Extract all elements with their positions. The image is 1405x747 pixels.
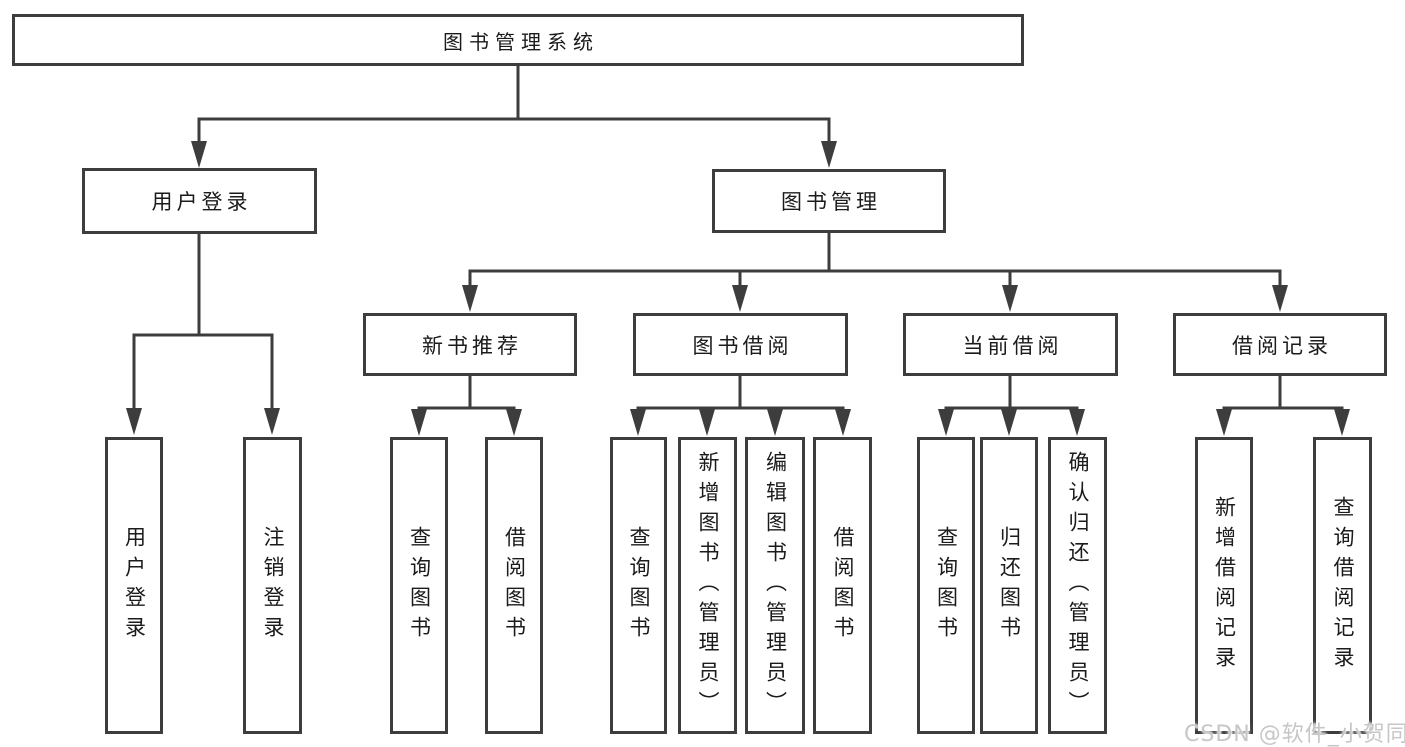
node-leaf-query-borrow-record: 查询借阅记录	[1313, 437, 1372, 734]
node-leaf-query-books-current: 查询图书	[917, 437, 975, 734]
node-leaf-borrow-books: 借阅图书	[813, 437, 872, 734]
node-borrow-records: 借阅记录	[1173, 313, 1387, 376]
connector-root-split	[191, 64, 837, 168]
node-leaf-add-books-admin-label: 新增图书（管理员）	[696, 450, 720, 721]
watermark-csdn: CSDN @软件_小贺同学	[1184, 722, 1405, 747]
connector-borrow-records-split	[1216, 373, 1350, 436]
connector-current-borrow-split	[938, 373, 1085, 436]
node-new-book-recommend: 新书推荐	[363, 313, 577, 376]
node-leaf-add-books-admin: 新增图书（管理员）	[678, 437, 737, 734]
node-leaf-query-books-current-label: 查询图书	[934, 525, 959, 646]
node-leaf-confirm-return-admin-label: 确认归还（管理员）	[1066, 450, 1090, 721]
node-leaf-query-books-recommend-label: 查询图书	[407, 525, 432, 646]
node-leaf-user-login-label: 用户登录	[122, 525, 147, 646]
node-book-management: 图书管理	[712, 169, 946, 233]
connector-book-management-split	[462, 231, 1288, 312]
node-leaf-return-books: 归还图书	[980, 437, 1038, 734]
node-leaf-return-books-label: 归还图书	[997, 525, 1022, 646]
connector-new-book-recommend-split	[411, 373, 522, 436]
node-book-borrow-label: 图书借阅	[692, 333, 793, 358]
node-leaf-borrow-books-recommend-label: 借阅图书	[502, 525, 527, 646]
node-leaf-logout: 注销登录	[243, 437, 302, 734]
node-user-login: 用户登录	[82, 168, 317, 234]
node-leaf-add-borrow-record-label: 新增借阅记录	[1212, 495, 1237, 676]
node-leaf-borrow-books-label: 借阅图书	[831, 525, 855, 646]
node-leaf-user-login: 用户登录	[105, 437, 163, 734]
node-leaf-confirm-return-admin: 确认归还（管理员）	[1048, 437, 1107, 734]
node-library-management-system-label: 图书管理系统	[443, 29, 599, 54]
node-book-management-label: 图书管理	[781, 190, 881, 214]
node-leaf-edit-books-admin: 编辑图书（管理员）	[745, 437, 805, 734]
node-leaf-query-books-borrow: 查询图书	[610, 437, 667, 734]
node-leaf-query-books-recommend: 查询图书	[390, 437, 448, 734]
node-new-book-recommend-label: 新书推荐	[422, 333, 522, 358]
connector-book-borrow-split	[630, 373, 851, 436]
node-book-borrow: 图书借阅	[633, 313, 848, 376]
node-borrow-records-label: 借阅记录	[1232, 333, 1332, 358]
node-library-management-system: 图书管理系统	[12, 14, 1024, 66]
connector-user-login-split	[126, 232, 280, 435]
node-leaf-add-borrow-record: 新增借阅记录	[1195, 437, 1253, 734]
node-current-borrow: 当前借阅	[903, 313, 1118, 376]
node-leaf-logout-label: 注销登录	[261, 525, 285, 646]
node-current-borrow-label: 当前借阅	[962, 333, 1063, 358]
node-leaf-edit-books-admin-label: 编辑图书（管理员）	[763, 450, 788, 721]
node-leaf-query-books-borrow-label: 查询图书	[627, 525, 651, 646]
node-leaf-borrow-books-recommend: 借阅图书	[485, 437, 543, 734]
node-user-login-label: 用户登录	[151, 190, 252, 214]
node-leaf-query-borrow-record-label: 查询借阅记录	[1331, 495, 1355, 676]
